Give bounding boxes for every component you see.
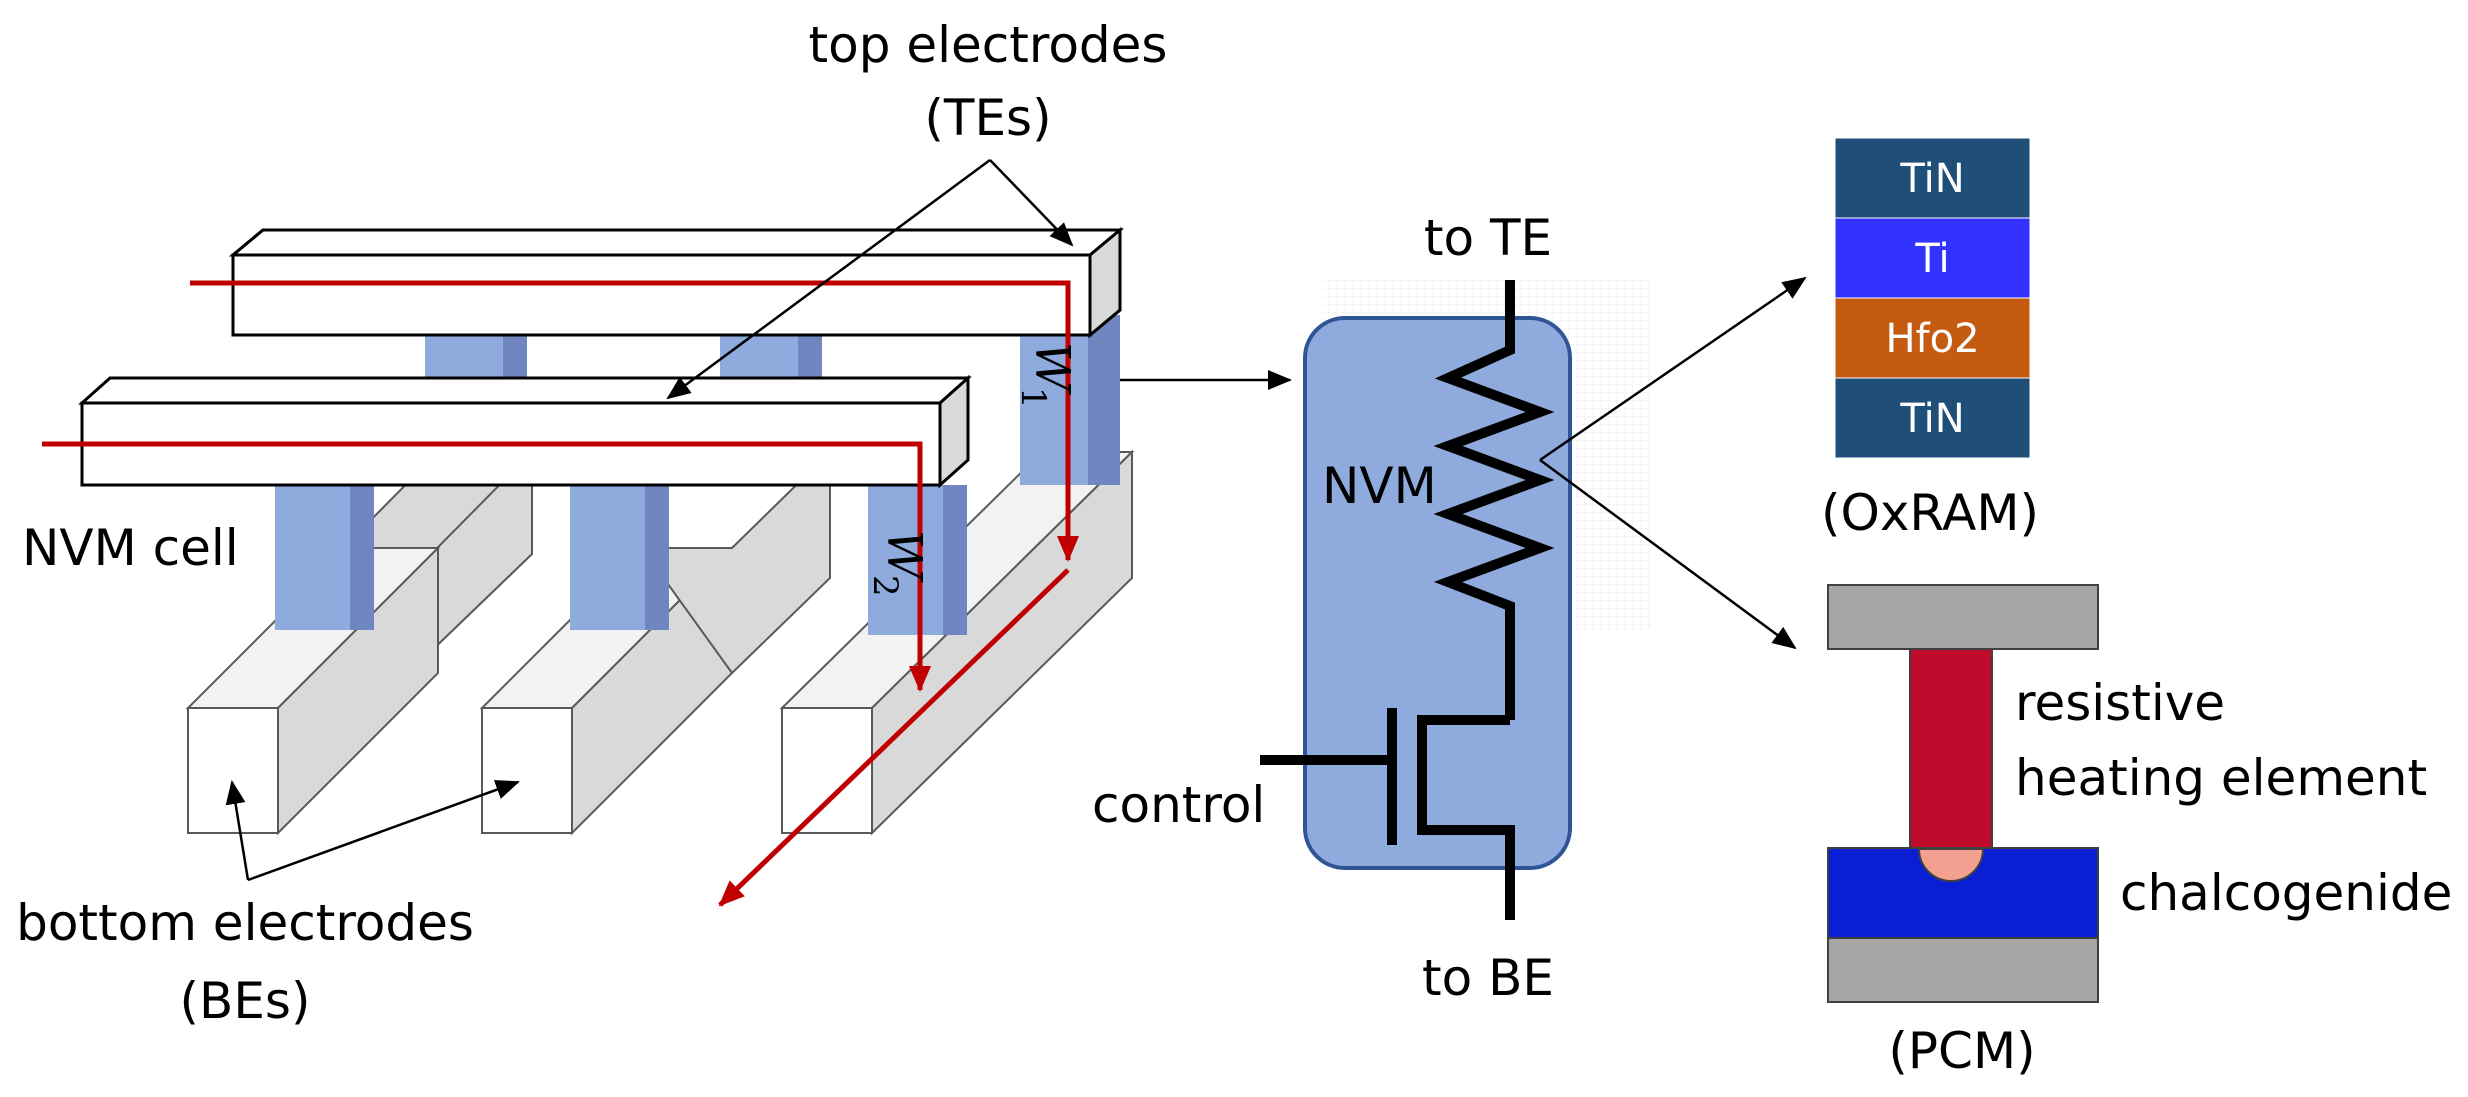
pcm-label: (PCM) [1888,1022,2035,1080]
current-path-2 [42,441,931,692]
pcm-stack [1827,584,2099,1003]
oxram-layer-3-label: Hfo2 [1885,316,1979,362]
nvm-resistor-symbol [1433,280,1555,720]
w2-label: W 2 [865,530,932,597]
pcm-bottom-electrode [1827,937,2099,1003]
pillars-back-row [425,315,1120,485]
cell-schematic [1260,280,1652,920]
w2-subscript: 2 [865,575,905,597]
tes-label: (TEs) [924,89,1051,147]
oxram-layer-4 [1834,377,2031,459]
top-electrodes-label: top electrodes [809,16,1168,74]
bes-label: (BEs) [180,972,311,1030]
nvm-cell-label: NVM cell [22,519,239,577]
chalcogenide-label: chalcogenide [2120,864,2452,922]
oxram-label: (OxRAM) [1821,484,2039,542]
top-electrode-front [78,374,972,489]
w1-letter: W [1024,342,1080,395]
oxram-layer-4-label: TiN [1899,396,1964,442]
pcm-top-electrode [1827,584,2099,650]
cell-box [1303,316,1572,870]
to-oxram-arrow [1539,276,1807,462]
be-pointer-2 [247,780,520,882]
transistor-channel [1417,715,1515,920]
te-pointer-2 [666,158,991,400]
te-pointer-1 [989,159,1074,247]
pcm-heater [1909,648,1993,850]
oxram-layer-1-label: TiN [1899,156,1964,202]
oxram-layer-2-label: Ti [1914,236,1949,282]
nvm-label: NVM [1322,457,1437,515]
current-path-1 [190,280,1079,907]
bottom-electrodes-label: bottom electrodes [16,894,474,952]
heating-element-label: heating element [2015,749,2427,807]
oxram-layer-2 [1834,217,2031,299]
to-pcm-arrow [1539,458,1797,650]
control-label: control [1092,776,1265,834]
pcm-active-region [1917,848,1985,882]
pillars-front-row [275,485,967,635]
be-pointer-1 [225,780,250,881]
oxram-layer-3 [1834,297,2031,379]
w1-label: W 1 [1013,342,1080,409]
w1-subscript: 1 [1013,387,1053,409]
resistive-label: resistive [2015,674,2225,732]
to-be-label: to BE [1422,949,1554,1007]
to-te-label: to TE [1424,209,1552,267]
w2-letter: W [876,530,932,583]
oxram-layer-1 [1834,137,2031,219]
